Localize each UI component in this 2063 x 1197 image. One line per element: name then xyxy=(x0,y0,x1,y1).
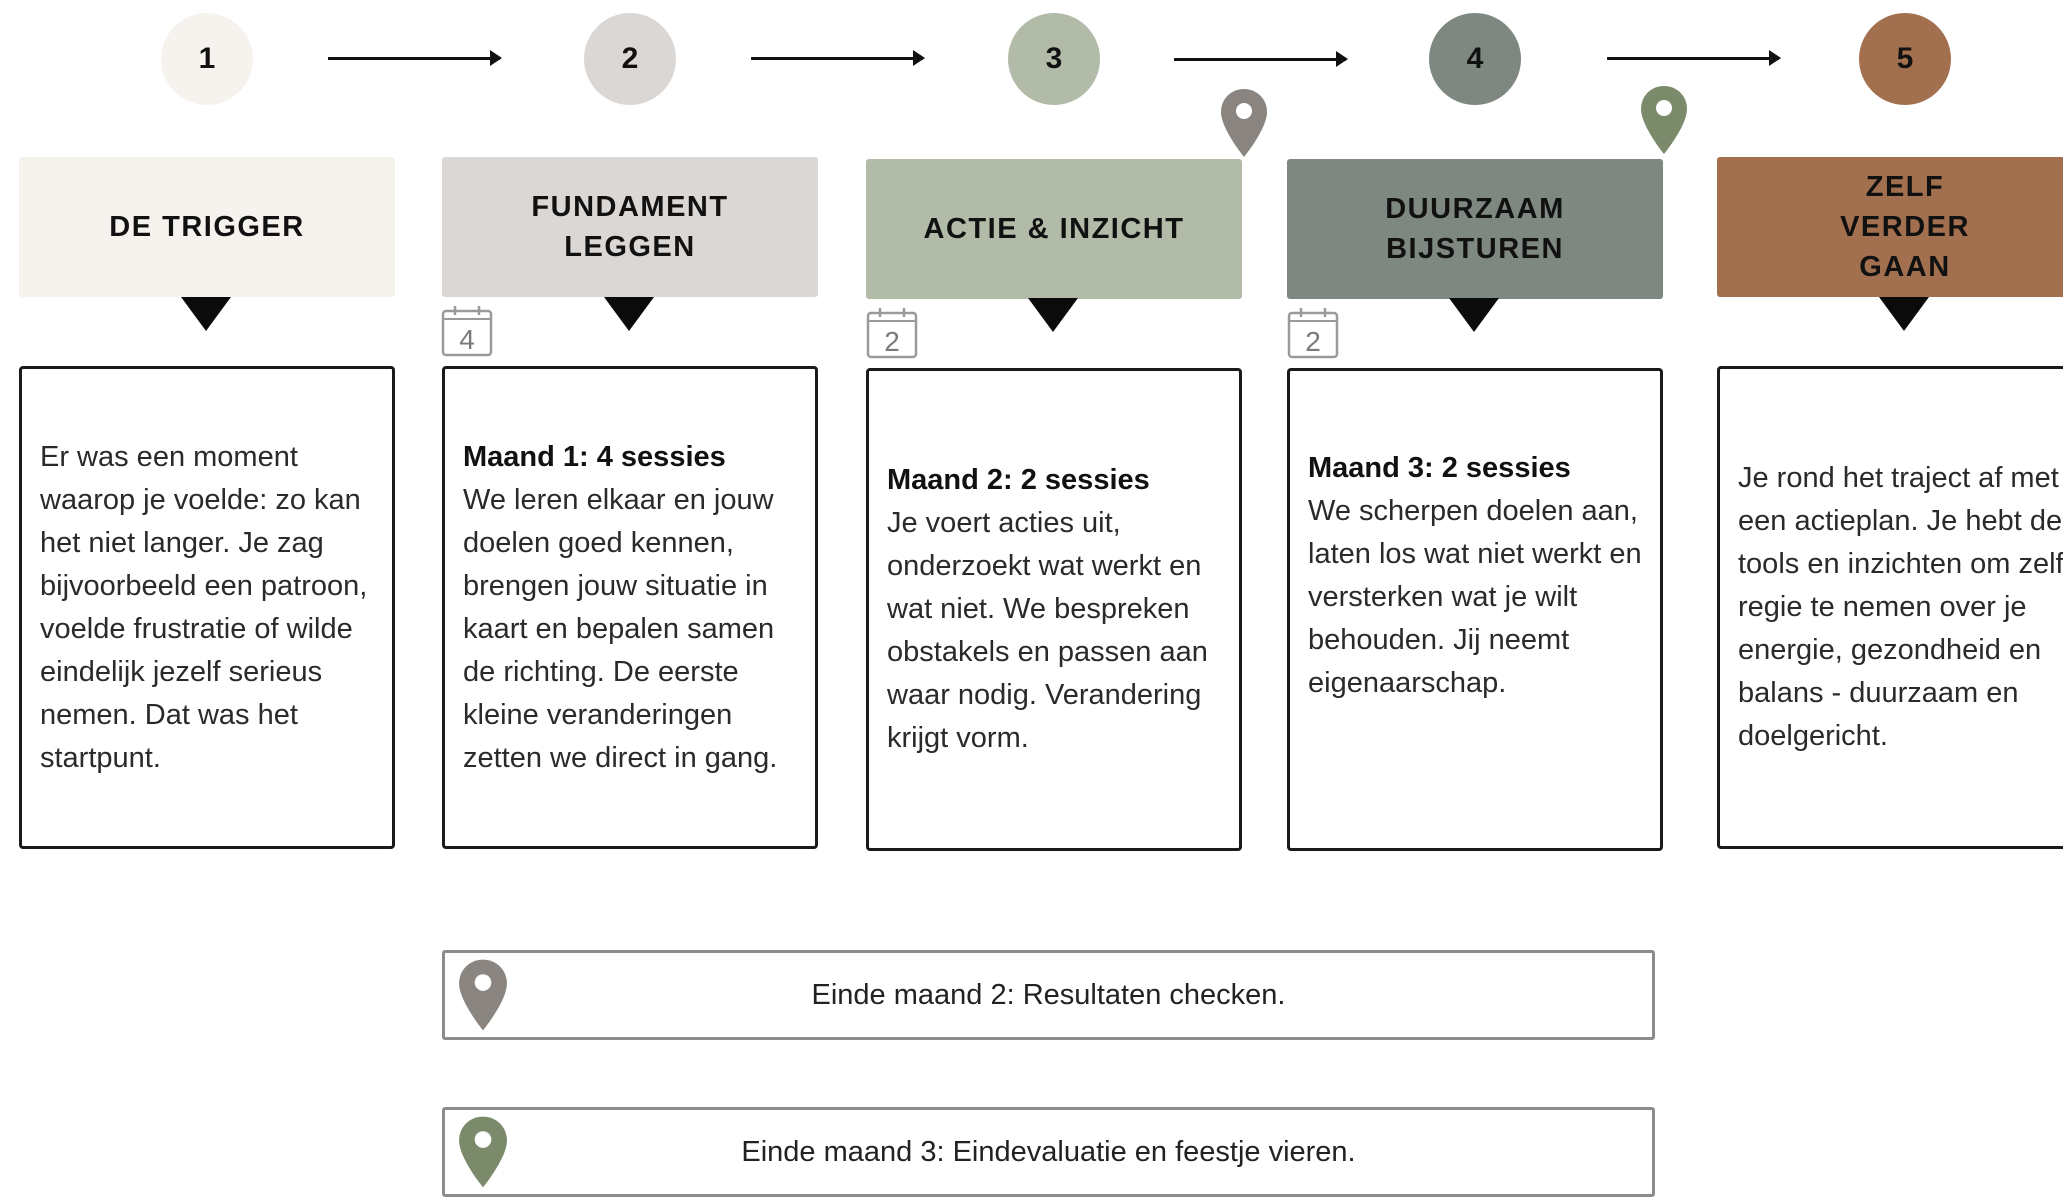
pointer-triangle-3 xyxy=(1028,298,1078,332)
arrow-2-3 xyxy=(751,50,925,66)
calendar-icon: 2 xyxy=(1287,308,1339,359)
card-text: Je rond het traject af met een actieplan… xyxy=(1738,462,2063,752)
card-heading: Maand 1: 4 sessies xyxy=(463,440,726,473)
phase-title-4: DUURZAAM BIJSTUREN xyxy=(1287,159,1663,299)
milestone-month-3: Einde maand 3: Eindevaluatie en feestje … xyxy=(442,1107,1655,1197)
step-1-circle: 1 xyxy=(161,13,253,105)
card-text: Je voert acties uit, onderzoekt wat werk… xyxy=(887,507,1208,754)
pointer-triangle-1 xyxy=(181,297,231,331)
step-2-circle: 2 xyxy=(584,13,676,105)
step-4-circle: 4 xyxy=(1429,13,1521,105)
map-pin-icon xyxy=(459,959,507,1031)
milestone-month-2: Einde maand 2: Resultaten checken. xyxy=(442,950,1655,1040)
phase-title-3: ACTIE & INZICHT xyxy=(866,159,1242,299)
pointer-triangle-4 xyxy=(1449,298,1499,332)
description-card-3: Maand 2: 2 sessies Je voert acties uit, … xyxy=(866,368,1242,851)
pointer-triangle-5 xyxy=(1879,297,1929,331)
description-card-2: Maand 1: 4 sessies We leren elkaar en jo… xyxy=(442,366,818,849)
step-5-circle: 5 xyxy=(1859,13,1951,105)
calendar-number: 2 xyxy=(884,326,900,357)
map-pin-icon xyxy=(1641,86,1687,154)
step-3-circle: 3 xyxy=(1008,13,1100,105)
card-text: We leren elkaar en jouw doelen goed kenn… xyxy=(463,483,778,774)
phase-title-1: DE TRIGGER xyxy=(19,157,395,297)
description-card-5: Je rond het traject af met een actieplan… xyxy=(1717,366,2063,849)
milestone-text: Einde maand 3: Eindevaluatie en feestje … xyxy=(741,1135,1356,1168)
arrow-3-4 xyxy=(1174,51,1348,67)
description-card-1: Er was een moment waarop je voelde: zo k… xyxy=(19,366,395,849)
calendar-icon: 4 xyxy=(441,306,493,357)
card-heading: Maand 3: 2 sessies xyxy=(1308,452,1571,484)
arrow-4-5 xyxy=(1607,50,1781,66)
phase-title-2: FUNDAMENT LEGGEN xyxy=(442,157,818,297)
phase-title-2-text: FUNDAMENT LEGGEN xyxy=(531,191,729,263)
phase-title-5: ZELF VERDER GAAN xyxy=(1717,157,2063,297)
card-text: Er was een moment waarop je voelde: zo k… xyxy=(40,440,368,774)
map-pin-icon xyxy=(1221,89,1267,157)
calendar-number: 2 xyxy=(1305,326,1321,357)
map-pin-icon xyxy=(459,1116,507,1188)
card-text: We scherpen doelen aan, laten los wat ni… xyxy=(1308,495,1642,699)
milestone-text: Einde maand 2: Resultaten checken. xyxy=(811,978,1286,1011)
phase-title-4-text: DUURZAAM BIJSTUREN xyxy=(1385,193,1565,265)
description-card-4: Maand 3: 2 sessies We scherpen doelen aa… xyxy=(1287,368,1663,851)
pointer-triangle-2 xyxy=(604,297,654,331)
card-heading: Maand 2: 2 sessies xyxy=(887,464,1150,496)
calendar-icon: 2 xyxy=(866,308,918,359)
arrow-1-2 xyxy=(328,50,502,66)
phase-title-5-text: ZELF VERDER GAAN xyxy=(1840,171,1970,283)
calendar-number: 4 xyxy=(459,324,475,355)
